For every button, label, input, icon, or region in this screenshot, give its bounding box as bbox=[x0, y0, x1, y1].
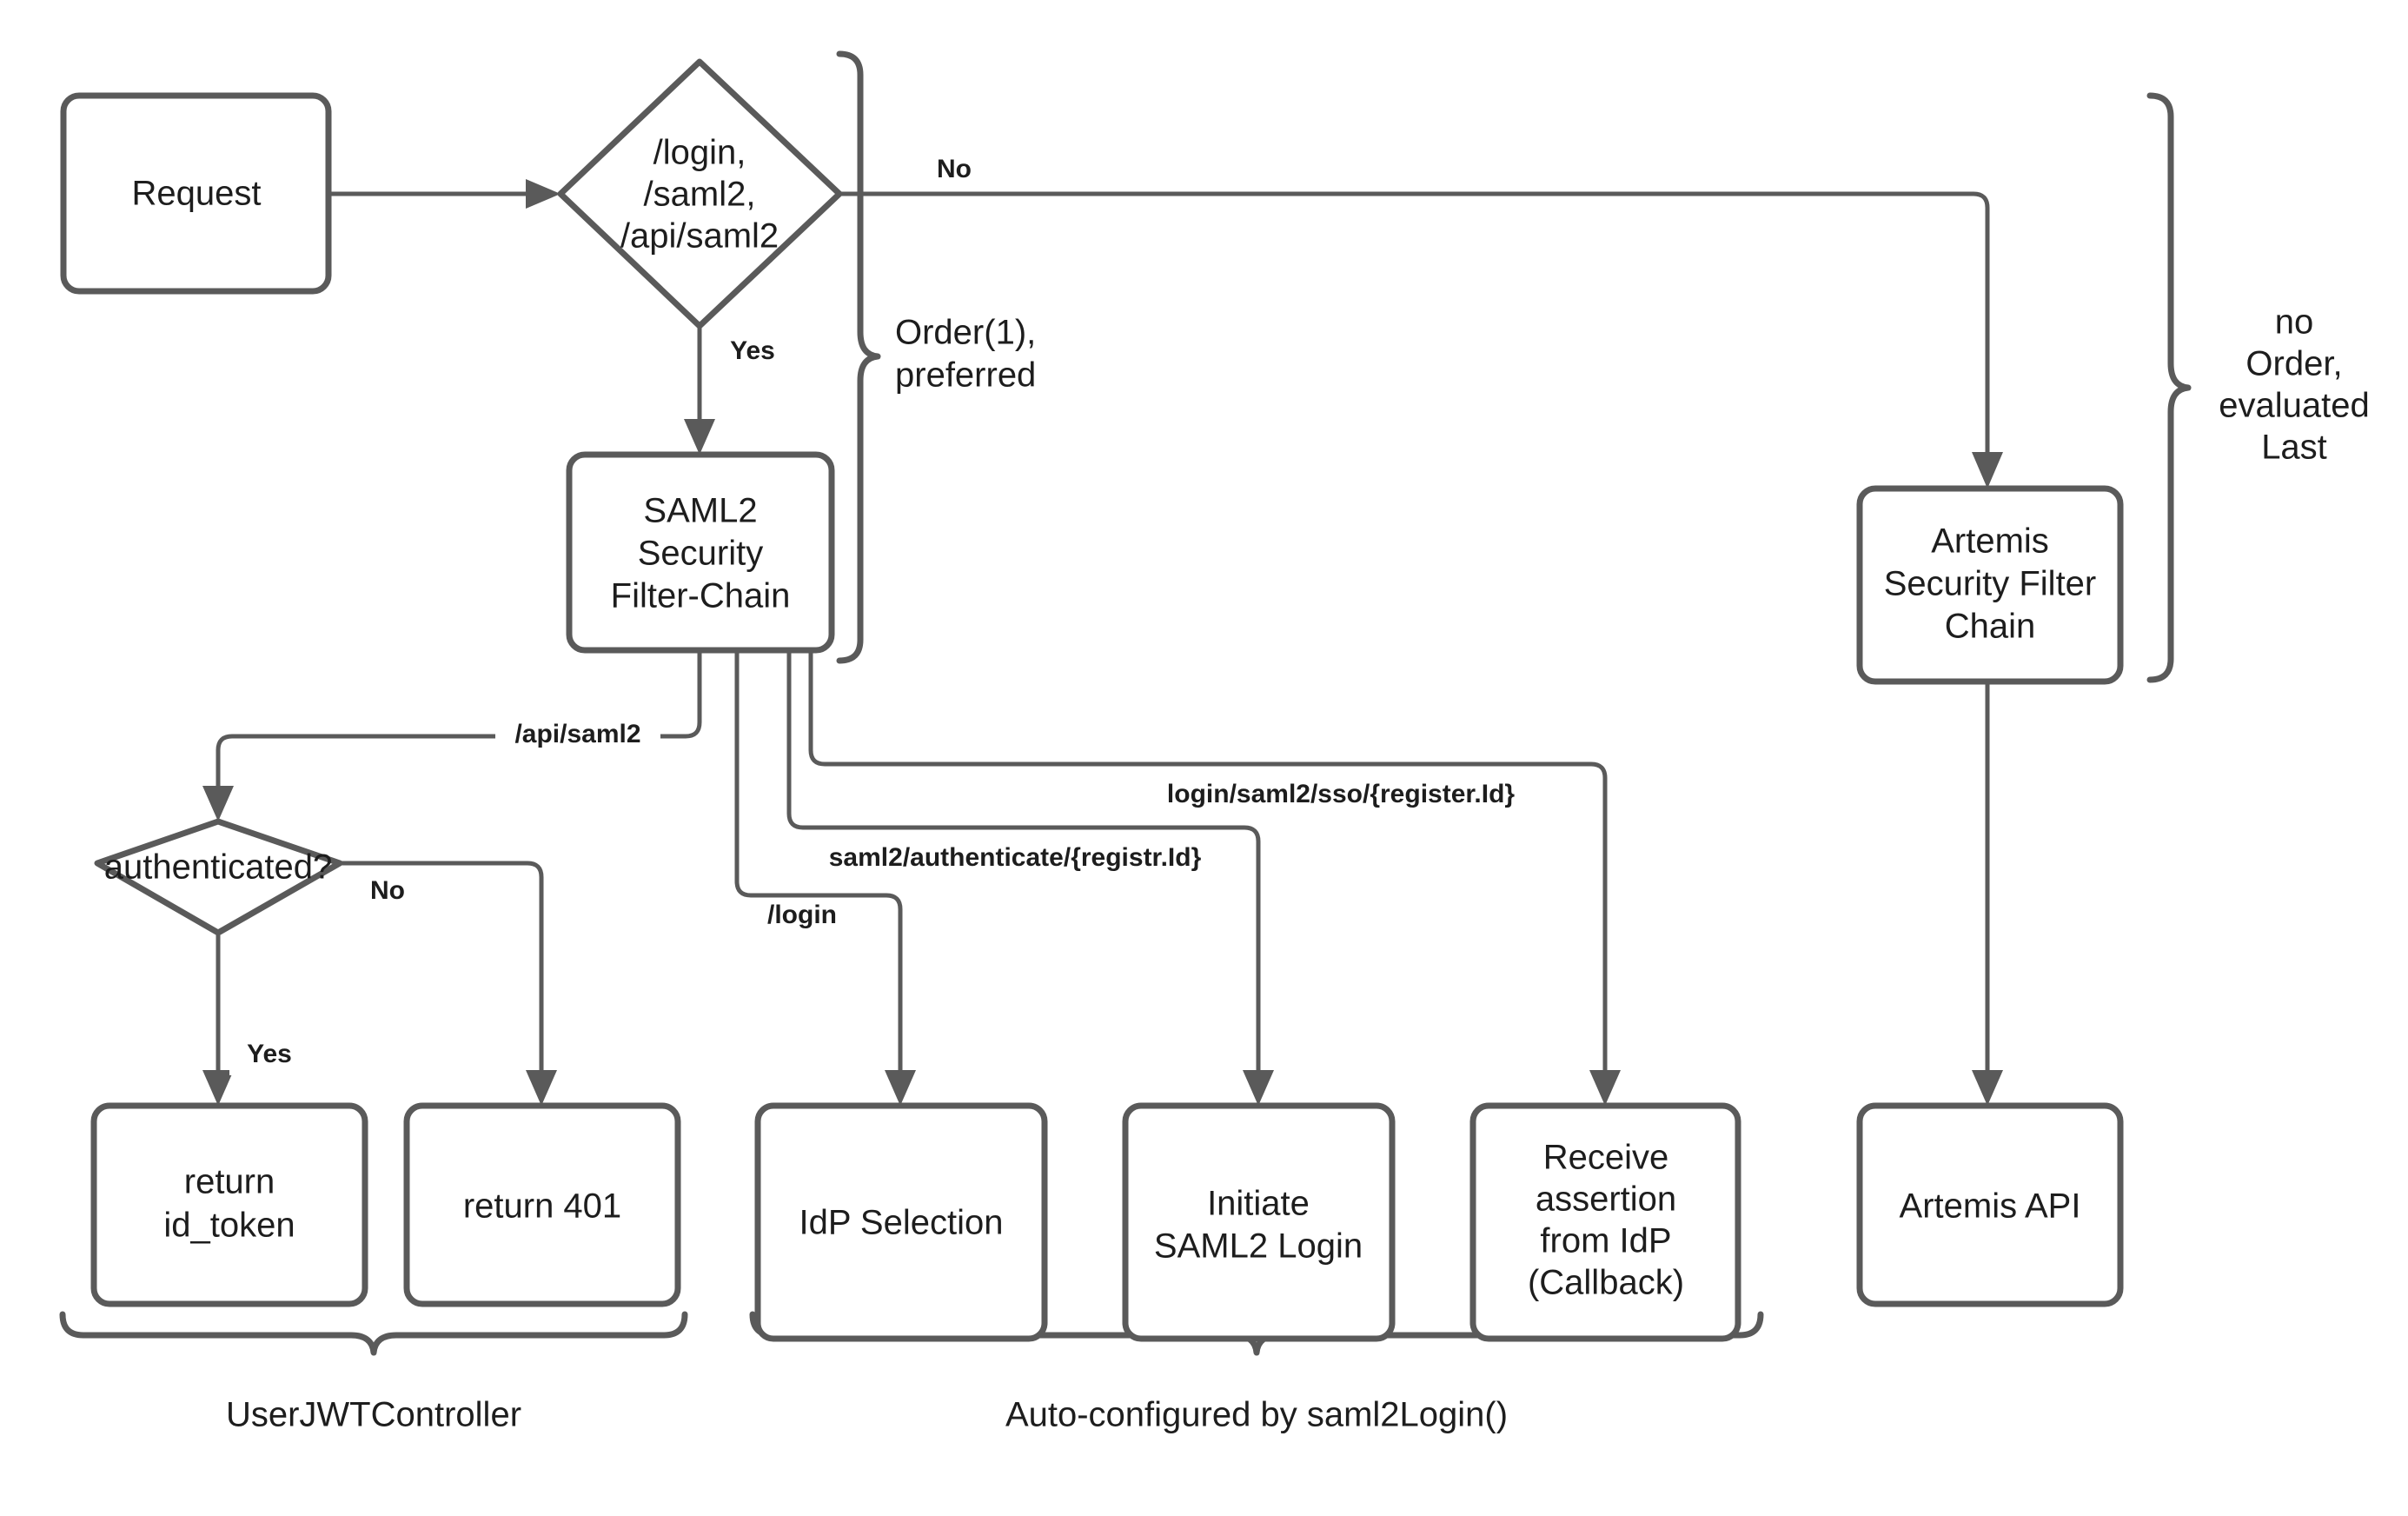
node-authenticated-label: authenticated? bbox=[104, 848, 332, 887]
node-idp-selection-label: IdP Selection bbox=[799, 1204, 1004, 1242]
node-receive-assertion-line3: from IdP bbox=[1540, 1222, 1671, 1260]
node-artemis-api-label: Artemis API bbox=[1900, 1187, 2081, 1226]
edge-saml2-to-authenticated bbox=[202, 650, 702, 821]
node-return-id-token-line1: return bbox=[184, 1163, 275, 1201]
brace-label-no-order: no Order, evaluated Last bbox=[2219, 303, 2369, 467]
node-receive-assertion-line1: Receive bbox=[1543, 1139, 1669, 1177]
node-artemis-chain-line2: Security Filter bbox=[1884, 565, 2097, 603]
node-receive-assertion[interactable]: Receive assertion from IdP (Callback) bbox=[1469, 1102, 1741, 1342]
node-initiate-login-line1: Initiate bbox=[1207, 1185, 1310, 1223]
brace-label-no-order-line4: Last bbox=[2261, 429, 2327, 467]
node-artemis-api[interactable]: Artemis API bbox=[1856, 1102, 2124, 1307]
brace-order-preferred bbox=[836, 50, 881, 664]
node-path-decision-line1: /login, bbox=[653, 134, 746, 172]
brace-user-jwt-controller bbox=[59, 1311, 688, 1356]
node-artemis-chain-line3: Chain bbox=[1945, 608, 2036, 646]
edge-label-api-saml2: /api/saml2 bbox=[495, 718, 660, 755]
node-path-decision[interactable]: /login, /saml2, /api/saml2 bbox=[557, 58, 843, 329]
node-authenticated-decision[interactable]: authenticated? bbox=[94, 818, 343, 936]
node-saml2-security-filter-chain[interactable]: SAML2 Security Filter-Chain bbox=[566, 451, 835, 654]
edge-label-login: /login bbox=[750, 898, 854, 936]
node-saml2-chain-line1: SAML2 bbox=[643, 492, 757, 530]
node-request-label: Request bbox=[132, 175, 262, 213]
node-receive-assertion-line4: (Callback) bbox=[1528, 1264, 1684, 1302]
edge-decision-no-to-artemis-chain bbox=[839, 191, 2003, 489]
edge-label-yes-top-text: Yes bbox=[730, 336, 775, 365]
group-label-auto-configured-text: Auto-configured by saml2Login() bbox=[1005, 1396, 1508, 1434]
edge-label-yes-auth: Yes bbox=[229, 1037, 311, 1075]
edge-saml2-to-initiate-login bbox=[786, 650, 1274, 1106]
edge-label-yes-top: Yes bbox=[713, 334, 794, 372]
node-initiate-saml2-login[interactable]: Initiate SAML2 Login bbox=[1122, 1102, 1396, 1342]
node-initiate-login-line2: SAML2 Login bbox=[1154, 1227, 1363, 1266]
node-artemis-chain-line1: Artemis bbox=[1931, 522, 2049, 561]
node-path-decision-line2: /saml2, bbox=[644, 176, 756, 214]
node-path-decision-line3: /api/saml2 bbox=[620, 217, 779, 256]
edge-label-login-saml2-sso: login/saml2/sso/{register.Id} bbox=[1137, 777, 1545, 815]
edge-artemis-chain-to-api bbox=[1972, 682, 2003, 1106]
node-artemis-security-filter-chain[interactable]: Artemis Security Filter Chain bbox=[1856, 485, 2124, 685]
brace-label-no-order-line1: no bbox=[2275, 303, 2314, 342]
group-label-user-jwt-controller-text: UserJWTController bbox=[226, 1396, 521, 1434]
brace-label-order-preferred-line2: preferred bbox=[895, 356, 1036, 395]
edge-label-login-saml2-sso-text: login/saml2/sso/{register.Id} bbox=[1167, 780, 1515, 808]
edge-label-no-auth: No bbox=[356, 874, 419, 911]
node-return-401[interactable]: return 401 bbox=[403, 1102, 681, 1307]
edge-label-saml2-authenticate: saml2/authenticate/{registr.Id} bbox=[802, 841, 1228, 879]
edge-label-no-top-text: No bbox=[937, 155, 972, 183]
node-idp-selection[interactable]: IdP Selection bbox=[754, 1102, 1048, 1342]
edge-decision-yes-to-saml2-chain bbox=[684, 326, 715, 455]
edge-label-no-auth-text: No bbox=[370, 876, 405, 905]
edge-authenticated-no bbox=[340, 861, 557, 1106]
brace-label-no-order-line2: Order, bbox=[2245, 345, 2342, 383]
node-return-401-label: return 401 bbox=[463, 1187, 621, 1226]
brace-label-order-preferred: Order(1), preferred bbox=[895, 314, 1036, 395]
group-label-user-jwt-controller: UserJWTController bbox=[226, 1396, 521, 1434]
node-return-id-token-line2: id_token bbox=[163, 1207, 295, 1245]
edge-saml2-to-receive-assertion bbox=[808, 650, 1621, 1106]
edge-label-saml2-authenticate-text: saml2/authenticate/{registr.Id} bbox=[829, 843, 1202, 872]
brace-no-order bbox=[2146, 92, 2192, 683]
node-saml2-chain-line3: Filter-Chain bbox=[611, 577, 791, 615]
node-request[interactable]: Request bbox=[60, 92, 332, 295]
edge-label-api-saml2-text: /api/saml2 bbox=[514, 720, 640, 748]
brace-label-order-preferred-line1: Order(1), bbox=[895, 314, 1036, 352]
edge-authenticated-yes bbox=[202, 933, 234, 1106]
edge-label-login-text: /login bbox=[767, 901, 837, 929]
edge-request-to-decision bbox=[328, 179, 561, 209]
edge-label-yes-auth-text: Yes bbox=[247, 1040, 292, 1068]
node-saml2-chain-line2: Security bbox=[638, 535, 764, 573]
edge-label-no-top: No bbox=[921, 153, 987, 190]
edge-saml2-to-idp-selection bbox=[734, 650, 916, 1106]
group-label-auto-configured: Auto-configured by saml2Login() bbox=[1005, 1396, 1508, 1434]
node-return-id-token[interactable]: return id_token bbox=[90, 1102, 368, 1307]
brace-label-no-order-line3: evaluated bbox=[2219, 387, 2369, 425]
node-receive-assertion-line2: assertion bbox=[1536, 1180, 1676, 1219]
